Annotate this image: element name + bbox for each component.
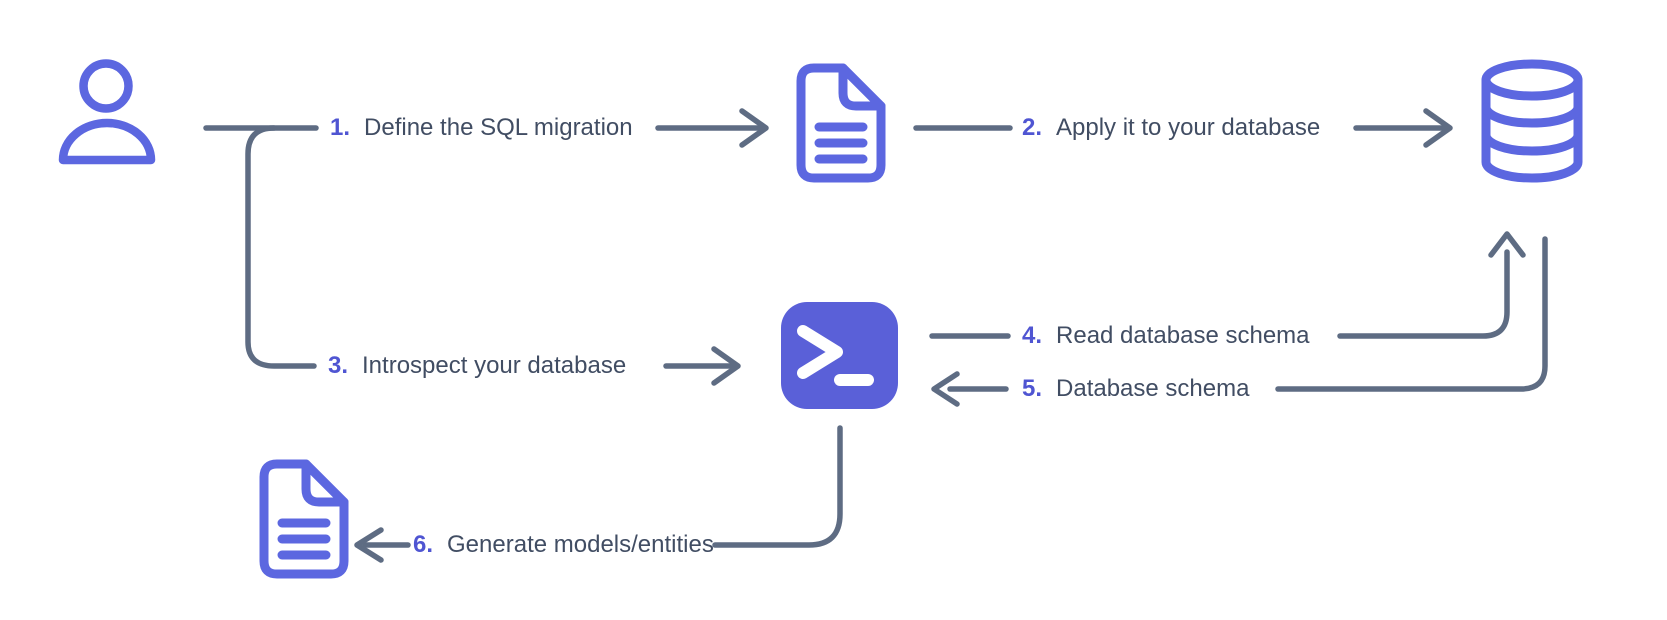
arrow-step6-to-models-file [354,527,411,563]
step-number: 4. [1022,322,1043,349]
step-number: 2. [1022,114,1043,141]
arrow-step1-to-migration-file [655,108,769,148]
step-text: Read database schema [1056,322,1310,349]
arrow-step5-to-terminal [931,371,1009,407]
connector-database-to-step5 [1275,236,1548,392]
step-label-3: 3. Introspect your database [328,351,626,381]
arrow-step4-to-database [1337,231,1526,339]
file-text-icon [264,464,344,574]
file-text-icon [801,68,881,178]
step-label-6: 6. Generate models/entities [413,530,714,560]
step-number: 5. [1022,375,1043,402]
step-text: Apply it to your database [1056,114,1321,141]
step-text: Generate models/entities [447,531,714,558]
arrow-step2-to-database [1353,108,1453,148]
database-icon [1481,59,1583,183]
arrow-step3-to-terminal [663,346,741,386]
terminal-icon [781,302,898,409]
connector-branch-to-step3 [245,125,317,369]
step-number: 6. [413,531,434,558]
step-number: 3. [328,352,349,379]
step-label-4: 4. Read database schema [1022,321,1310,351]
step-text: Database schema [1056,375,1250,402]
connector-terminal-to-step6 [712,425,843,548]
step-label-1: 1. Define the SQL migration [330,113,633,143]
step-label-2: 2. Apply it to your database [1022,113,1320,143]
step-label-5: 5. Database schema [1022,374,1249,404]
step-text: Introspect your database [362,352,627,379]
step-text: Define the SQL migration [364,114,633,141]
connector-layer [203,108,1548,563]
step-number: 1. [330,114,351,141]
user-icon [58,59,156,165]
